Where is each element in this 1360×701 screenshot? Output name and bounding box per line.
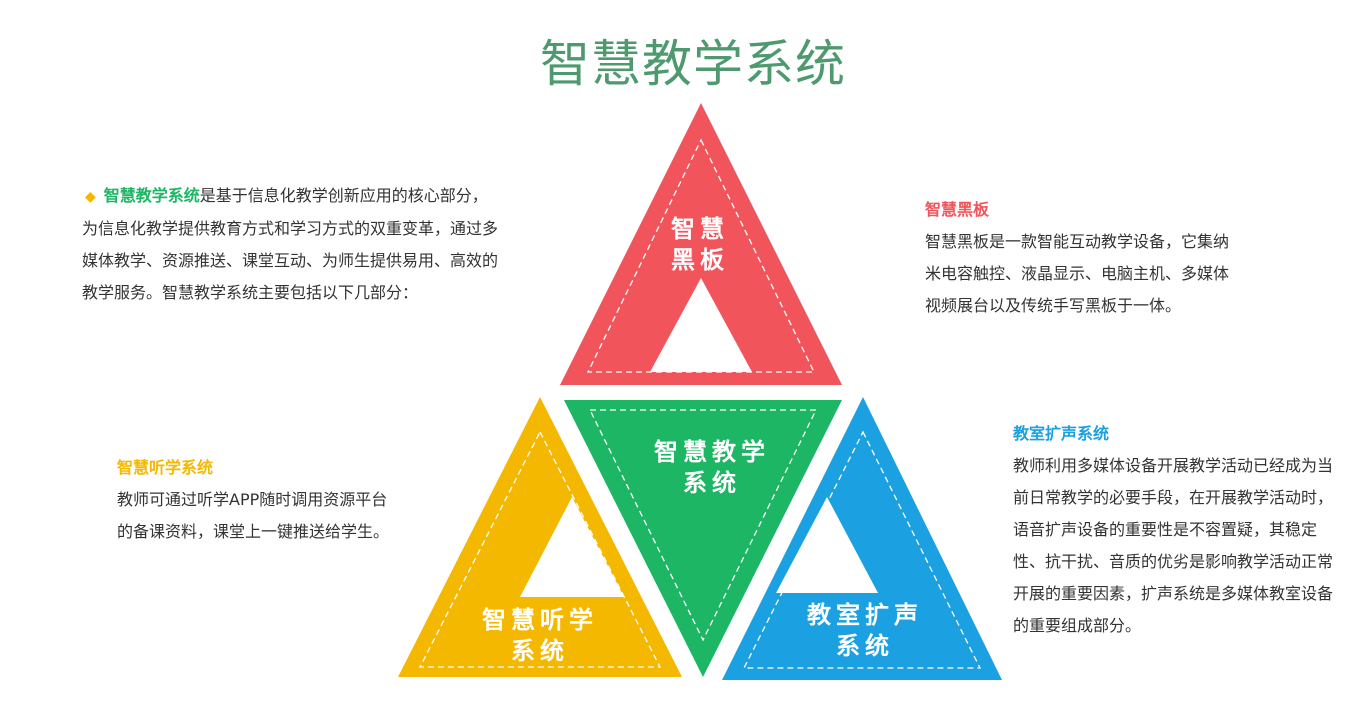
triangle-center-label: 智慧教学 系统	[612, 437, 812, 499]
intro-body: 是基于信息化教学创新应用的核心部分，为信息化教学提供教育方式和学习方式的双重变革…	[82, 186, 499, 302]
triangle-listening-dash	[418, 430, 662, 668]
triangle-listening	[398, 397, 682, 677]
triangle-center-line1: 智慧教学	[654, 438, 770, 466]
intro-text: ◆ 智慧教学系统是基于信息化教学创新应用的核心部分，为信息化教学提供教育方式和学习…	[82, 180, 502, 309]
title-area: 智慧教学系统	[0, 0, 1360, 100]
sound-body: 教师利用多媒体设备开展教学活动已经成为当前日常教学的必要手段，在开展教学活动时，…	[1013, 456, 1334, 635]
triangle-center-line2: 系统	[683, 469, 741, 497]
page-title: 智慧教学系统	[540, 35, 846, 93]
blackboard-section: 智慧黑板 智慧黑板是一款智能互动教学设备，它集纳米电容触控、液晶显示、电脑主机、…	[925, 194, 1235, 322]
listening-section: 智慧听学系统 教师可通过听学APP随时调用资源平台的备课资料，课堂上一键推送给学…	[117, 452, 397, 548]
sound-heading: 教室扩声系统	[1013, 424, 1110, 443]
triangle-blackboard-hole	[650, 278, 752, 372]
sound-section: 教室扩声系统 教师利用多媒体设备开展教学活动已经成为当前日常教学的必要手段，在开…	[1013, 418, 1343, 642]
listening-heading: 智慧听学系统	[117, 458, 214, 477]
triangle-listening-line2: 系统	[511, 637, 569, 665]
blackboard-heading: 智慧黑板	[925, 200, 990, 219]
triangle-center	[564, 400, 842, 677]
triangle-sound-line1: 教室扩声	[807, 601, 923, 629]
diamond-bullet-icon: ◆	[85, 189, 96, 205]
triangle-sound	[722, 397, 1002, 680]
triangle-blackboard-line1: 智慧	[671, 215, 729, 243]
intro-lead: 智慧教学系统	[103, 186, 200, 205]
listening-body: 教师可通过听学APP随时调用资源平台的备课资料，课堂上一键推送给学生。	[117, 490, 390, 541]
triangle-listening-hole	[520, 497, 624, 597]
triangle-center-dash	[588, 409, 818, 642]
triangle-blackboard	[560, 103, 842, 385]
triangle-listening-line1: 智慧听学	[482, 606, 598, 634]
triangle-blackboard-label: 智慧 黑板	[600, 214, 800, 276]
triangle-sound-label: 教室扩声 系统	[765, 600, 965, 662]
triangle-blackboard-line2: 黑板	[671, 246, 729, 274]
triangle-sound-line2: 系统	[836, 632, 894, 660]
blackboard-body: 智慧黑板是一款智能互动教学设备，它集纳米电容触控、液晶显示、电脑主机、多媒体视频…	[925, 232, 1230, 315]
triangle-listening-label: 智慧听学 系统	[440, 605, 640, 667]
triangle-sound-hole	[776, 497, 878, 593]
